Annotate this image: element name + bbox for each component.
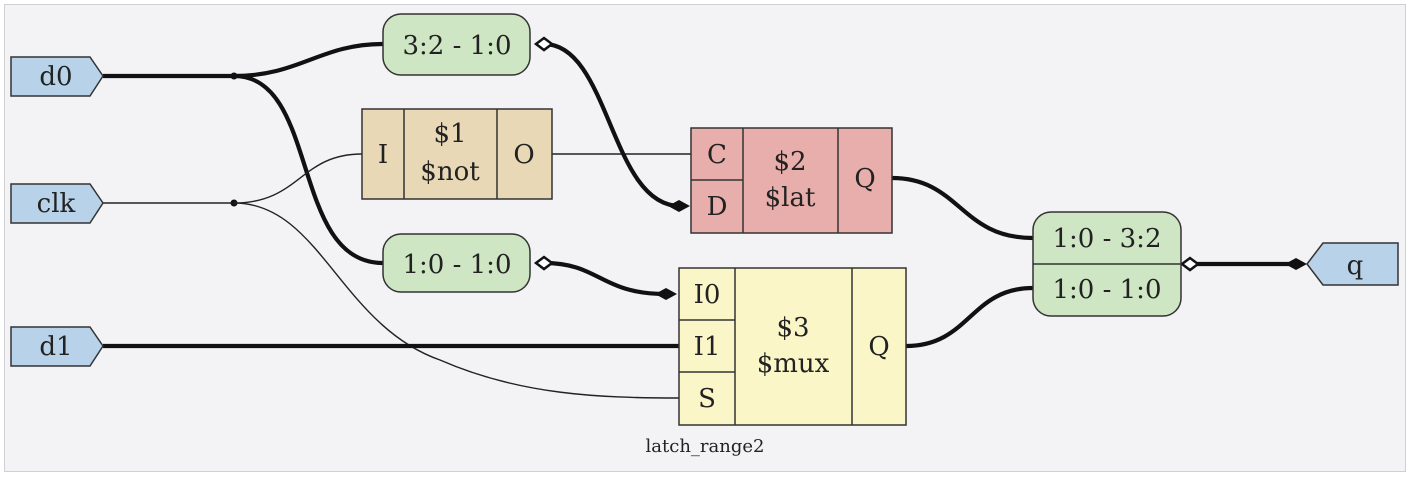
diagram-caption: latch_range2 bbox=[646, 436, 765, 457]
lat-cell-type: $lat bbox=[765, 183, 816, 213]
not-pin-out: O bbox=[513, 140, 534, 170]
concat-join[interactable]: 1:0 - 3:2 1:0 - 1:0 bbox=[1032, 211, 1182, 317]
port-q[interactable]: q bbox=[1306, 242, 1399, 286]
slice-mid-label: 1:0 - 1:0 bbox=[402, 250, 511, 280]
cell-lat[interactable]: C D $2 $lat Q bbox=[690, 127, 893, 234]
diamond-join-out bbox=[1179, 256, 1201, 272]
cell-mux[interactable]: I0 I1 S $3 $mux Q bbox=[678, 267, 907, 426]
port-q-label: q bbox=[1347, 251, 1364, 281]
mux-pin-q: Q bbox=[868, 332, 889, 362]
port-clk-label: clk bbox=[37, 189, 76, 219]
wire-slice-top-to-lat-d bbox=[543, 41, 681, 209]
mux-cell-type: $mux bbox=[757, 349, 830, 379]
diamond-mux-i0-in bbox=[655, 288, 677, 300]
not-cell-id: $1 bbox=[433, 119, 466, 149]
port-d0[interactable]: d0 bbox=[10, 56, 104, 97]
diamond-slice-top-out bbox=[533, 36, 555, 52]
mux-pin-i1: I1 bbox=[694, 332, 721, 362]
join-bottom-label: 1:0 - 1:0 bbox=[1052, 275, 1161, 305]
slice-top-label: 3:2 - 1:0 bbox=[402, 31, 511, 61]
lat-pin-d: D bbox=[707, 192, 728, 222]
slice-top[interactable]: 3:2 - 1:0 bbox=[382, 13, 531, 76]
lat-pin-c: C bbox=[707, 140, 727, 170]
wire-lat-q-to-join bbox=[891, 175, 1034, 241]
wire-d0-to-slice-top bbox=[233, 41, 384, 79]
wire-slice-mid-to-mux-i0 bbox=[543, 260, 667, 297]
mux-pin-s: S bbox=[698, 384, 716, 414]
not-pin-in: I bbox=[378, 140, 388, 170]
port-d1[interactable]: d1 bbox=[10, 326, 104, 367]
not-cell-type: $not bbox=[420, 157, 480, 187]
diamond-lat-d-in bbox=[668, 200, 690, 212]
wire-mux-q-to-join bbox=[905, 285, 1034, 349]
diamond-slice-mid-out bbox=[533, 255, 555, 271]
lat-pin-q: Q bbox=[854, 164, 875, 194]
diamond-q-in bbox=[1285, 258, 1307, 270]
mux-pin-i0: I0 bbox=[694, 280, 721, 310]
mux-cell-id: $3 bbox=[776, 313, 809, 343]
port-d1-label: d1 bbox=[39, 332, 72, 362]
port-clk[interactable]: clk bbox=[10, 183, 104, 224]
wire-clk-to-not bbox=[233, 153, 363, 204]
lat-cell-id: $2 bbox=[773, 147, 806, 177]
join-top-label: 1:0 - 3:2 bbox=[1052, 224, 1161, 254]
slice-mid[interactable]: 1:0 - 1:0 bbox=[382, 233, 531, 293]
wire-clk-to-mux-s bbox=[233, 202, 680, 399]
port-d0-label: d0 bbox=[39, 62, 72, 92]
cell-not[interactable]: I $1 $not O bbox=[361, 108, 553, 200]
wire-d0-to-slice-mid bbox=[233, 73, 384, 266]
